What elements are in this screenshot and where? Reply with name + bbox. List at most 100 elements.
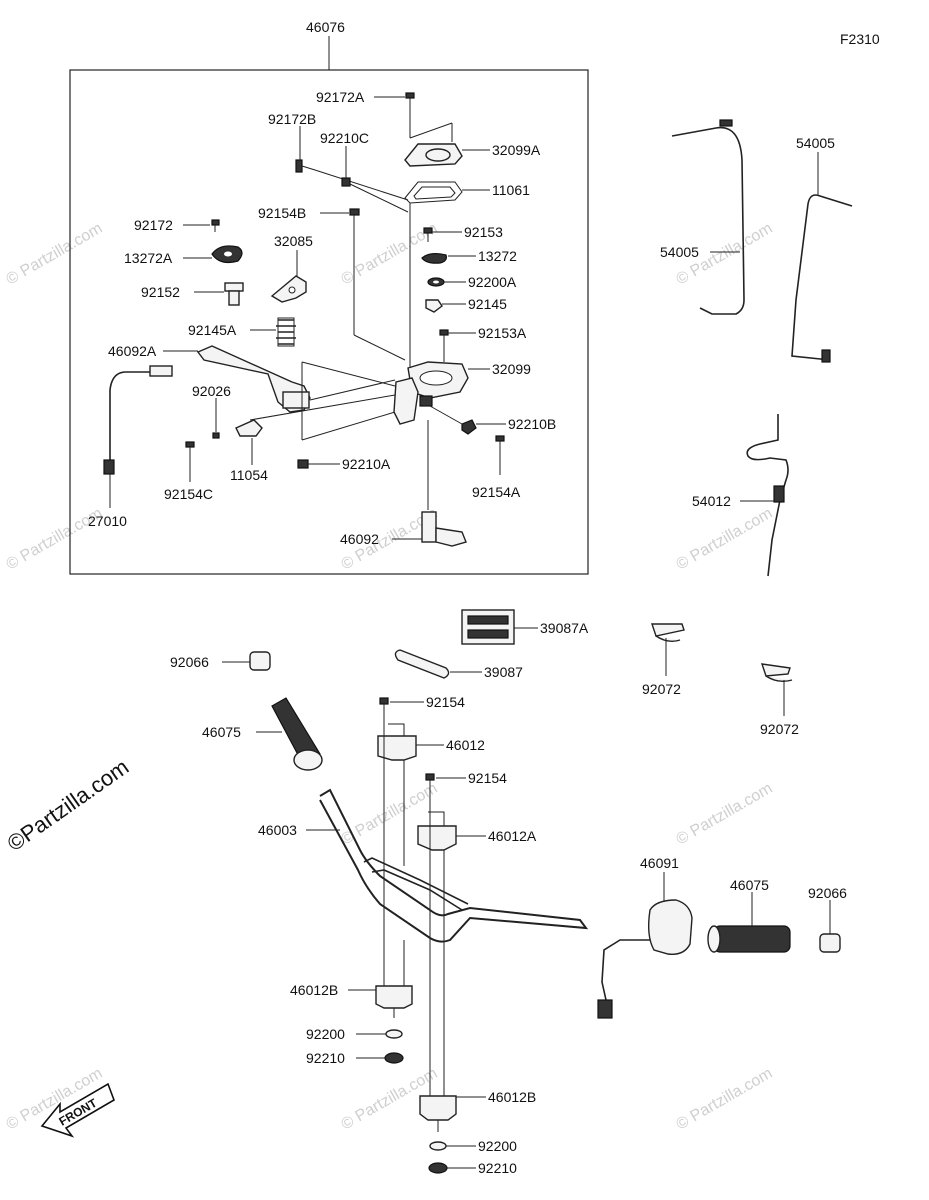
watermark: © Partzilla.com (674, 780, 776, 849)
watermark: © Partzilla.com (674, 1065, 776, 1134)
copyright-watermark: ©Partzilla.com (3, 754, 134, 856)
watermark: © Partzilla.com (674, 505, 776, 574)
pivot-bolt-icon (224, 282, 244, 306)
bolt-icon (185, 441, 195, 458)
label-92210C: 92210C (320, 130, 369, 146)
nut-icon (341, 177, 351, 187)
cables-group: 54005 54005 54012 (660, 119, 853, 577)
watermark: © Partzilla.com (4, 220, 106, 289)
label-46091: 46091 (640, 855, 679, 871)
gasket-icon (404, 181, 463, 204)
nut-icon (461, 419, 477, 435)
label-54005-b: 54005 (796, 135, 835, 151)
label-92210-a: 92210 (306, 1050, 345, 1066)
lower-holder-icon (375, 985, 413, 1018)
label-13272: 13272 (478, 248, 517, 264)
label-32085: 32085 (274, 233, 313, 249)
nut-icon (384, 1052, 404, 1064)
label-54012: 54012 (692, 493, 731, 509)
label-46092: 46092 (340, 531, 379, 547)
lower-holder-icon (419, 1095, 457, 1132)
label-39087: 39087 (484, 664, 523, 680)
master-cylinder-group: 92172A 32099A 11061 92172B (88, 89, 556, 547)
label-46012A: 46012A (488, 828, 537, 844)
label-92153A: 92153A (478, 325, 527, 341)
washer-icon (385, 1029, 403, 1039)
master-cylinder-icon (393, 361, 469, 425)
label-92072-b: 92072 (760, 721, 799, 737)
label-92072-a: 92072 (642, 681, 681, 697)
screw-icon (439, 329, 449, 344)
label-92200-a: 92200 (306, 1026, 345, 1042)
lever-shaft-icon (421, 511, 467, 547)
label-92200-b: 92200 (478, 1138, 517, 1154)
handlebar-icon (319, 788, 589, 943)
label-92154A: 92154A (472, 484, 521, 500)
switch-housing-icon (597, 899, 693, 1019)
nut-icon (297, 459, 309, 469)
bracket-icon (270, 275, 307, 303)
washer-icon (427, 277, 445, 287)
plate-icon (211, 245, 243, 264)
bolt-icon (495, 435, 505, 450)
label-92210A: 92210A (342, 456, 391, 472)
label-92154B: 92154B (258, 205, 306, 221)
label-92152: 92152 (141, 284, 180, 300)
brake-switch-cable-icon (103, 365, 173, 475)
screw-icon (423, 227, 433, 242)
label-11061: 11061 (492, 182, 530, 198)
bar-end-icon (249, 651, 271, 671)
label-46012B-b: 46012B (488, 1089, 536, 1105)
label-13272A: 13272A (124, 250, 173, 266)
label-54005-a: 54005 (660, 244, 699, 260)
label-27010: 27010 (88, 513, 127, 529)
label-46075-b: 46075 (730, 877, 769, 893)
label-92153: 92153 (464, 224, 503, 240)
label-92172B: 92172B (268, 111, 316, 127)
label-92066-b: 92066 (808, 885, 847, 901)
label-46012B-a: 46012B (290, 982, 338, 998)
label-92026: 92026 (192, 383, 231, 399)
label-92154-a: 92154 (426, 694, 465, 710)
pad-icon (461, 609, 515, 645)
cable-clamp-icon (651, 623, 685, 643)
bar-pad-icon (394, 649, 450, 679)
label-92145A: 92145A (188, 322, 237, 338)
brake-lever-icon (196, 345, 311, 413)
grip-icon (271, 697, 323, 771)
label-92172A: 92172A (316, 89, 365, 105)
switch-plate-icon (421, 252, 447, 264)
spring-icon (425, 299, 443, 313)
label-39087A: 39087A (540, 620, 589, 636)
label-46075-a: 46075 (202, 724, 241, 740)
screw-icon (295, 159, 316, 173)
bar-holder-icon (417, 811, 457, 851)
label-92172: 92172 (134, 217, 173, 233)
label-46076: 46076 (306, 19, 345, 35)
label-92066-a: 92066 (170, 654, 209, 670)
collar-icon (235, 419, 263, 437)
bolt-icon (425, 773, 435, 794)
label-92145: 92145 (468, 296, 507, 312)
label-46092A: 46092A (108, 343, 157, 359)
screw-icon (405, 92, 415, 104)
bar-end-icon (819, 933, 841, 953)
nut-icon (428, 1162, 448, 1174)
label-11054: 11054 (230, 467, 268, 483)
label-92154-b: 92154 (468, 770, 507, 786)
label-92154C: 92154C (164, 486, 213, 502)
label-46003: 46003 (258, 822, 297, 838)
label-46012: 46012 (446, 737, 485, 753)
label-32099: 32099 (492, 361, 531, 377)
grip-icon (707, 925, 791, 953)
label-92200A: 92200A (468, 274, 517, 290)
cable-clamp-icon (760, 663, 793, 683)
label-92210B: 92210B (508, 416, 556, 432)
pin-icon (212, 432, 220, 439)
bolt-icon (379, 697, 389, 718)
label-92210-b: 92210 (478, 1160, 517, 1176)
reservoir-cap-icon (404, 143, 463, 167)
label-32099A: 32099A (492, 142, 541, 158)
screw-icon (211, 219, 220, 232)
